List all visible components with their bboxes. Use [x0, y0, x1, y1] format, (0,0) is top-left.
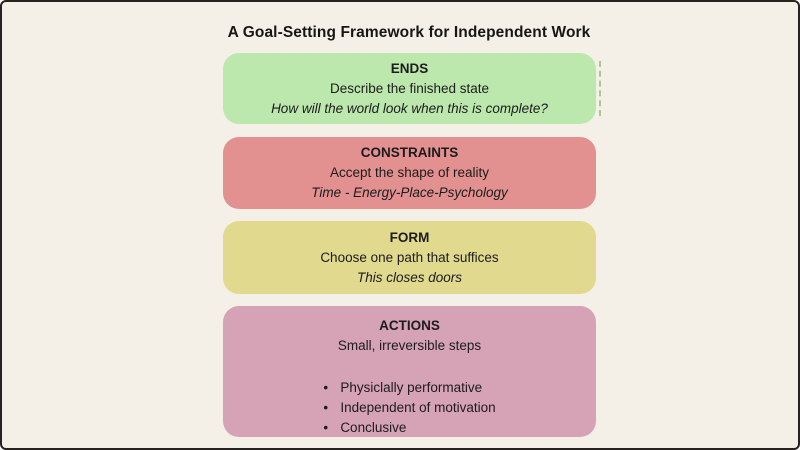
box-ends-question: How will the world look when this is com… — [271, 100, 548, 116]
box-actions-description: Small, irreversible steps — [337, 338, 482, 353]
box-form-heading: FORM — [389, 229, 430, 245]
box-constraints: CONSTRAINTS Accept the shape of reality … — [223, 137, 596, 209]
box-form: FORM Choose one path that suffices This … — [223, 221, 596, 294]
box-actions-heading: ACTIONS — [379, 318, 440, 333]
box-constraints-detail: Time - Energy-Place-Psychology — [311, 185, 508, 200]
box-actions: ACTIONS Small, irreversible steps Physic… — [223, 306, 596, 438]
box-constraints-heading: CONSTRAINTS — [360, 145, 459, 160]
bullet-item: Independent of motivation — [323, 398, 495, 418]
box-constraints-description: Accept the shape of reality — [329, 165, 490, 180]
page-title: A Goal-Setting Framework for Independent… — [227, 24, 591, 41]
box-form-description: Choose one path that suffices — [320, 249, 499, 265]
bullet-item: Conclusive — [323, 418, 495, 438]
bullet-list: Physiclally performative Independent of … — [323, 378, 495, 438]
box-form-detail: This closes doors — [356, 269, 463, 285]
bullet-item: Physiclally performative — [323, 378, 495, 398]
dashed-edge-decoration — [599, 61, 601, 116]
box-ends-description: Describe the finished state — [329, 80, 490, 96]
box-ends-heading: ENDS — [390, 60, 429, 76]
box-ends: ENDS Describe the finished state How wil… — [223, 53, 601, 124]
